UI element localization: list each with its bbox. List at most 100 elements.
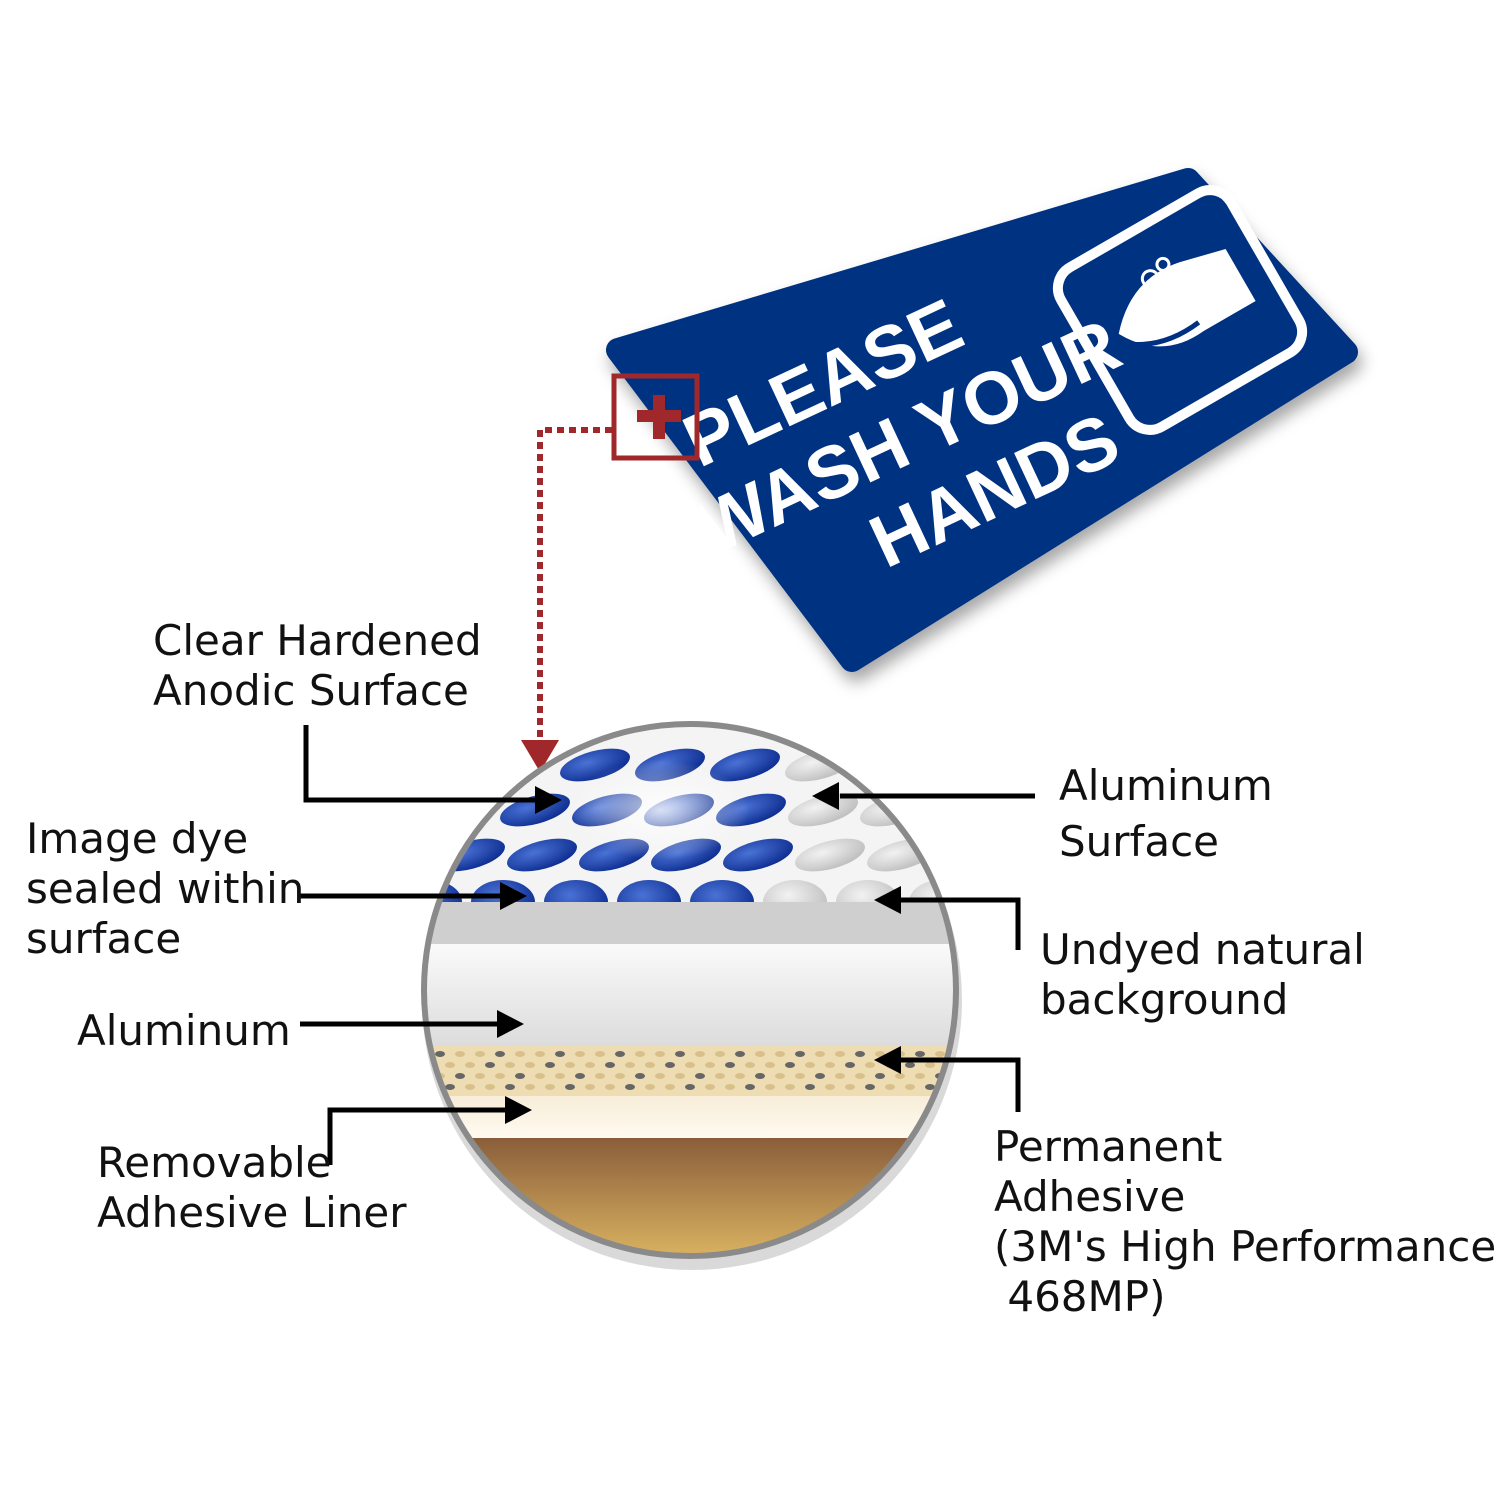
adhesive-particle <box>555 1073 565 1079</box>
adhesive-particle <box>495 1051 505 1057</box>
adhesive-particle <box>535 1073 545 1079</box>
cross-section <box>421 721 962 1270</box>
adhesive-particle <box>625 1062 635 1068</box>
adhesive-particle <box>595 1051 605 1057</box>
label-undyed-natural-background: Undyed natural background <box>1040 925 1365 1024</box>
adhesive-particle <box>755 1073 765 1079</box>
adhesive-particle <box>725 1062 735 1068</box>
adhesive-particle <box>565 1084 575 1090</box>
adhesive-particle <box>905 1062 915 1068</box>
adhesive-particle <box>595 1073 605 1079</box>
adhesive-particle <box>895 1073 905 1079</box>
adhesive-particle <box>775 1051 785 1057</box>
adhesive-particle <box>825 1062 835 1068</box>
label-aluminum: Aluminum <box>77 1006 291 1055</box>
adhesive-particle <box>705 1062 715 1068</box>
adhesive-particle <box>705 1084 715 1090</box>
adhesive-particle <box>485 1084 495 1090</box>
adhesive-particle <box>855 1051 865 1057</box>
dye-cell <box>788 793 858 827</box>
adhesive-particle <box>475 1073 485 1079</box>
adhesive-particle <box>655 1073 665 1079</box>
adhesive-particle <box>715 1051 725 1057</box>
adhesive-particle <box>875 1051 885 1057</box>
adhesive-particle <box>925 1084 935 1090</box>
adhesive-particle <box>545 1084 555 1090</box>
adhesive-particle <box>675 1073 685 1079</box>
adhesive-particle <box>745 1062 755 1068</box>
adhesive-particle <box>645 1084 655 1090</box>
adhesive-particle <box>515 1051 525 1057</box>
adhesive-particle <box>835 1073 845 1079</box>
label-clear-hardened-anodic-surface: Clear Hardened Anodic Surface <box>153 616 482 715</box>
adhesive-particle <box>455 1051 465 1057</box>
adhesive-particle <box>455 1073 465 1079</box>
adhesive-particle <box>525 1062 535 1068</box>
adhesive-particle <box>555 1051 565 1057</box>
label-aluminum-surface: Aluminum Surface <box>1059 761 1273 866</box>
adhesive-particle <box>645 1062 655 1068</box>
adhesive-particle <box>785 1084 795 1090</box>
adhesive-particle <box>695 1051 705 1057</box>
adhesive-particle <box>715 1073 725 1079</box>
dye-cell <box>723 838 793 872</box>
adhesive-particle <box>665 1062 675 1068</box>
adhesive-particle <box>505 1062 515 1068</box>
dye-cell <box>507 838 577 872</box>
adhesive-particle <box>445 1062 455 1068</box>
adhesive-particle <box>515 1073 525 1079</box>
arrowheads <box>497 782 901 1124</box>
adhesive-particle <box>695 1073 705 1079</box>
adhesive-particle <box>815 1051 825 1057</box>
adhesive-particle <box>525 1084 535 1090</box>
adhesive-particle <box>625 1084 635 1090</box>
adhesive-particle <box>545 1062 555 1068</box>
adhesive-particle <box>865 1062 875 1068</box>
adhesive-particle <box>755 1051 765 1057</box>
adhesive-particle <box>445 1084 455 1090</box>
adhesive-particle <box>565 1062 575 1068</box>
adhesive-particle <box>575 1073 585 1079</box>
adhesive-particle <box>915 1073 925 1079</box>
adhesive-particle <box>785 1062 795 1068</box>
adhesive-particle <box>805 1084 815 1090</box>
adhesive-particle <box>665 1084 675 1090</box>
adhesive-particle <box>485 1062 495 1068</box>
adhesive-particle <box>885 1084 895 1090</box>
dye-cell <box>710 748 780 782</box>
adhesive-particle <box>615 1051 625 1057</box>
label-arrows <box>300 725 1035 1165</box>
adhesive-particle <box>765 1084 775 1090</box>
dye-cell <box>939 838 956 872</box>
adhesive-particle <box>815 1073 825 1079</box>
label-removable-adhesive-liner: Removable Adhesive Liner <box>97 1138 407 1237</box>
adhesive-particle <box>505 1084 515 1090</box>
adhesive-particle <box>585 1084 595 1090</box>
adhesive-particle <box>845 1084 855 1090</box>
adhesive-particle <box>845 1062 855 1068</box>
adhesive-particle <box>495 1073 505 1079</box>
adhesive-particle <box>725 1084 735 1090</box>
adhesive-particle <box>735 1051 745 1057</box>
adhesive-particle <box>535 1051 545 1057</box>
adhesive-particle <box>795 1051 805 1057</box>
adhesive-particle <box>825 1084 835 1090</box>
adhesive-particle <box>795 1073 805 1079</box>
zoom-callout <box>521 373 700 772</box>
adhesive-particle <box>465 1084 475 1090</box>
label-permanent-adhesive: Permanent Adhesive (3M's High Performanc… <box>994 1122 1497 1321</box>
adhesive-particle <box>855 1073 865 1079</box>
hand-washing-icon <box>1052 185 1308 435</box>
adhesive-particle <box>585 1062 595 1068</box>
adhesive-particle <box>605 1062 615 1068</box>
adhesive-particle <box>615 1073 625 1079</box>
adhesive-particle <box>635 1073 645 1079</box>
adhesive-particle <box>635 1051 645 1057</box>
dye-cell <box>860 748 930 782</box>
adhesive-particle <box>655 1051 665 1057</box>
adhesive-particle <box>805 1062 815 1068</box>
adhesive-particle <box>775 1073 785 1079</box>
adhesive-particle <box>605 1084 615 1090</box>
